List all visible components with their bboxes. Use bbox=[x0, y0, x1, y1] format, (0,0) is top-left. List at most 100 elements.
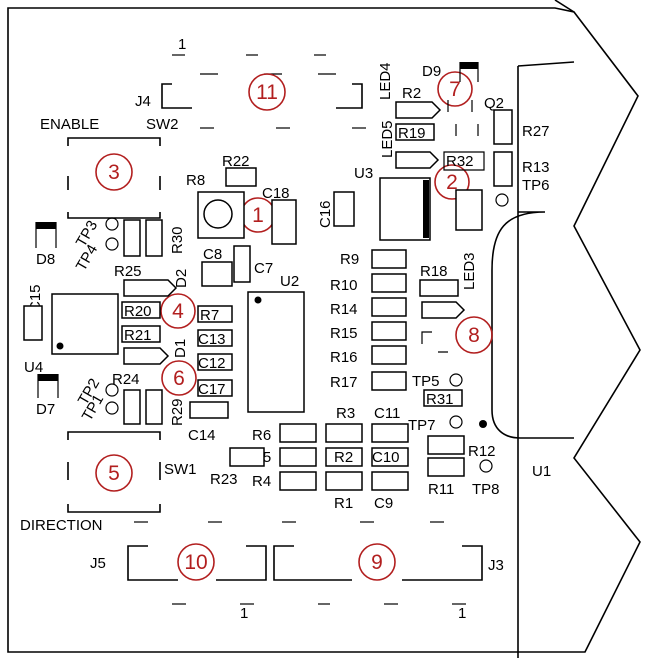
u1-pin1-dot bbox=[479, 420, 487, 428]
callout-10-label: 10 bbox=[184, 551, 207, 574]
c17-pad bbox=[197, 379, 233, 397]
led3-label: LED3 bbox=[461, 252, 478, 290]
c18-pad bbox=[271, 199, 297, 245]
r2b-pad bbox=[325, 447, 363, 467]
r5-pad bbox=[279, 447, 317, 467]
c9-pad bbox=[371, 471, 409, 491]
crystal-circle bbox=[203, 199, 233, 229]
tp6-pad bbox=[495, 193, 509, 207]
r16-pad bbox=[371, 345, 407, 365]
r12-label: R12 bbox=[468, 443, 496, 460]
r25-label: R25 bbox=[114, 263, 142, 280]
c16-pad bbox=[333, 191, 355, 227]
d8-label: D8 bbox=[36, 251, 55, 268]
led3-pad bbox=[421, 301, 466, 319]
c10-label: C10 bbox=[372, 449, 400, 466]
tp5-label: TP5 bbox=[412, 373, 440, 390]
r32-outline bbox=[443, 151, 485, 171]
r20-label: R20 bbox=[124, 303, 152, 320]
r20-pad bbox=[121, 301, 161, 319]
tp1-pad bbox=[105, 401, 119, 415]
d1-label: D1 bbox=[172, 339, 189, 358]
c18-label: C18 bbox=[262, 185, 290, 202]
r30-label: R30 bbox=[169, 226, 186, 254]
sw1-title: DIRECTION bbox=[20, 517, 103, 534]
sw2-outline bbox=[67, 137, 161, 219]
j5-label: J5 bbox=[90, 555, 106, 572]
u1-label: U1 bbox=[532, 463, 551, 480]
c16-label: C16 bbox=[317, 200, 334, 228]
r11-label: R11 bbox=[428, 481, 454, 498]
r22-pad bbox=[225, 167, 257, 187]
d9-outline bbox=[459, 62, 479, 82]
r3-label: R3 bbox=[336, 405, 355, 422]
q2-marks bbox=[447, 100, 479, 136]
callout-8-label: 8 bbox=[468, 324, 480, 347]
r14-pad bbox=[371, 297, 407, 317]
r19-pad bbox=[395, 123, 435, 141]
r21-label: R21 bbox=[124, 327, 152, 344]
r22-label: R22 bbox=[222, 153, 250, 170]
u2-pin1-dot bbox=[254, 296, 262, 304]
callout-11: 11 bbox=[248, 73, 286, 111]
r29-label: R29 bbox=[169, 398, 186, 426]
c7-label: C7 bbox=[254, 260, 273, 277]
tp8-pad bbox=[479, 459, 493, 473]
d8-outline bbox=[35, 222, 57, 248]
d1-pad bbox=[123, 347, 170, 365]
callout-2: 2 bbox=[434, 164, 470, 200]
q-marks bbox=[421, 331, 448, 353]
callout-7-label: 7 bbox=[449, 78, 461, 101]
callout-4: 4 bbox=[160, 293, 196, 329]
c13-pad bbox=[197, 329, 233, 347]
j4-outline-left bbox=[161, 83, 192, 109]
header-pin1-label: 1 bbox=[178, 36, 186, 53]
callout-2-label: 2 bbox=[446, 171, 458, 194]
r24b-pad bbox=[145, 389, 163, 425]
r19-label: R19 bbox=[398, 125, 426, 142]
r7-label: R7 bbox=[200, 307, 219, 324]
u4-pin1-dot bbox=[56, 342, 64, 350]
r27-label: R27 bbox=[522, 123, 550, 140]
r4-label: R4 bbox=[252, 473, 271, 490]
tp7-label: TP7 bbox=[408, 417, 436, 434]
callout-4-label: 4 bbox=[172, 300, 184, 323]
r1-pad bbox=[325, 471, 363, 491]
u4-label: U4 bbox=[24, 359, 43, 376]
r14-label: R14 bbox=[330, 301, 358, 318]
r17-label: R17 bbox=[330, 374, 358, 391]
callout-9-label: 9 bbox=[371, 551, 383, 574]
j3-label: J3 bbox=[488, 557, 504, 574]
r9-label: R9 bbox=[340, 251, 359, 268]
c15-label: C15 bbox=[27, 284, 44, 312]
j4-label: J4 bbox=[135, 93, 151, 110]
r24a-pad bbox=[123, 389, 141, 425]
c15-pad bbox=[23, 305, 43, 341]
c10-pad bbox=[371, 447, 409, 467]
r6-pad bbox=[279, 423, 317, 443]
j3-pin1-label: 1 bbox=[458, 605, 466, 622]
c13-label: C13 bbox=[198, 331, 226, 348]
led5-pad bbox=[395, 151, 440, 169]
tp2-pad bbox=[105, 383, 119, 397]
callout-10: 10 bbox=[177, 543, 215, 581]
r11-pad bbox=[427, 457, 465, 477]
r1-label: R1 bbox=[334, 495, 353, 512]
led5-label: LED5 bbox=[379, 120, 396, 158]
d9-cathode-band bbox=[460, 62, 478, 69]
r2-label-bottom: R2 bbox=[334, 449, 353, 466]
r12-pad bbox=[427, 435, 465, 455]
r9-pad bbox=[371, 249, 407, 269]
led4-label: LED4 bbox=[377, 62, 394, 100]
board-outline bbox=[7, 0, 641, 658]
r31-pad bbox=[423, 389, 463, 407]
callout-1: 1 bbox=[240, 197, 276, 233]
d2-label: D2 bbox=[173, 269, 190, 288]
r4-pad bbox=[279, 471, 317, 491]
c12-label: C12 bbox=[198, 355, 226, 372]
r31-label: R31 bbox=[426, 391, 454, 408]
r17-pad bbox=[371, 371, 407, 391]
j4-outline-right bbox=[336, 83, 363, 109]
callout-5-label: 5 bbox=[108, 462, 120, 485]
callout-5: 5 bbox=[95, 454, 133, 492]
